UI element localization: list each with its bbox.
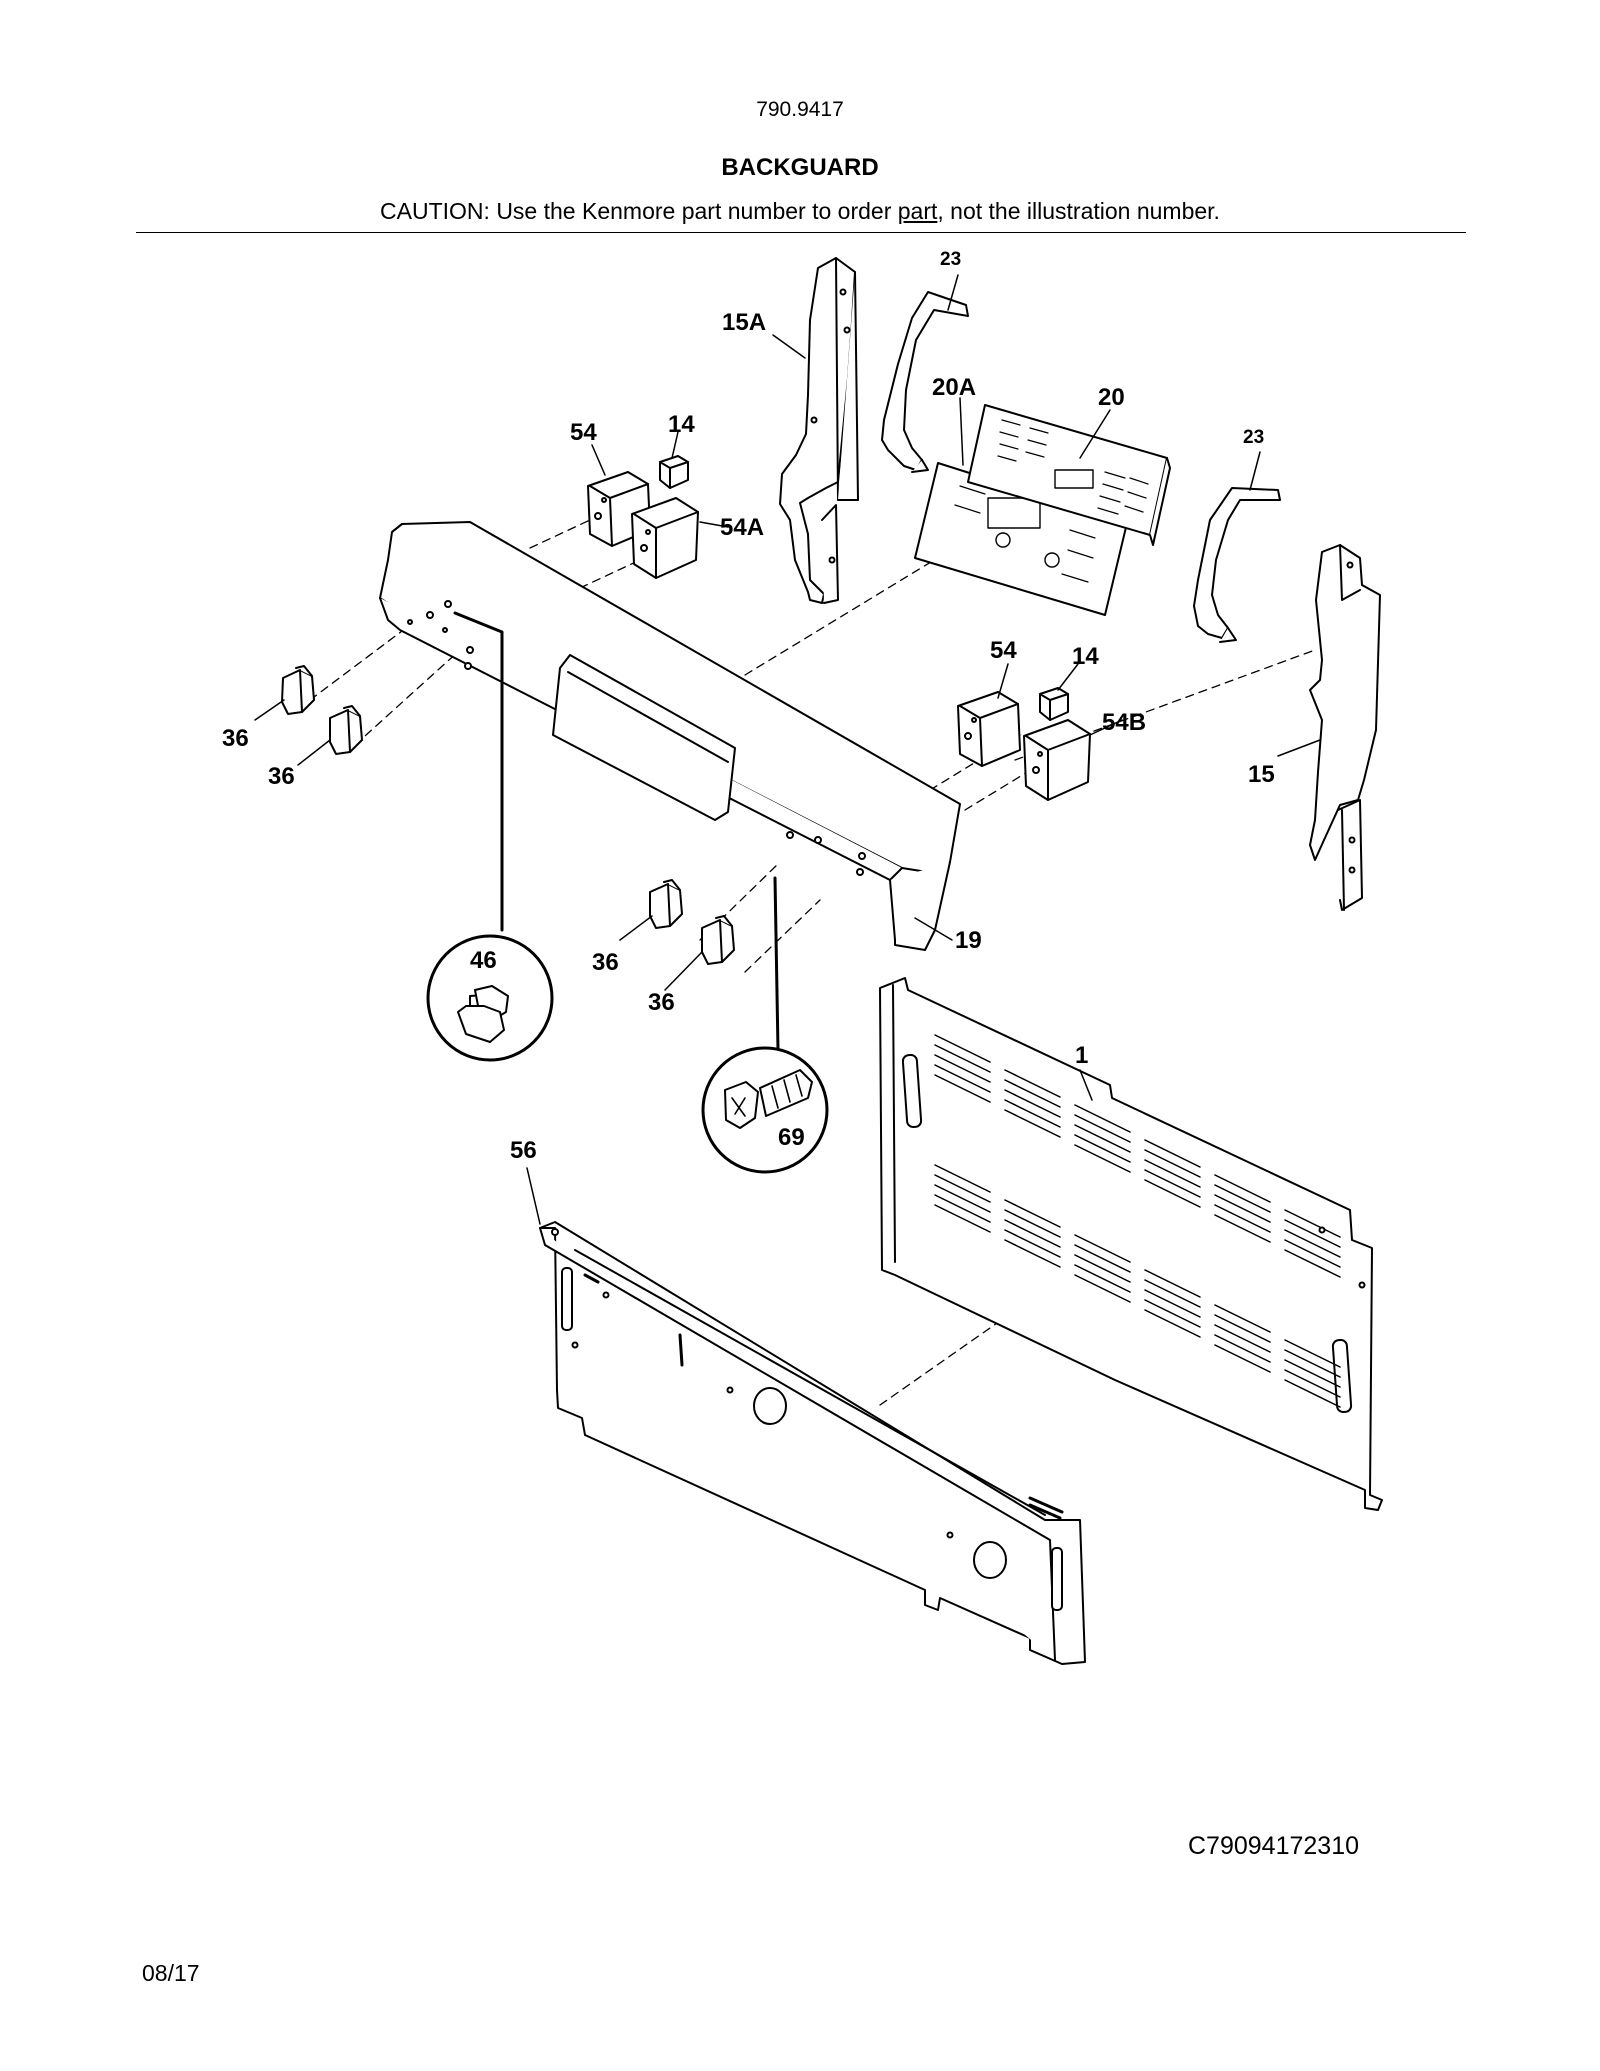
callout-20A: 20A (932, 374, 976, 401)
detail-69-leader (701, 876, 829, 1174)
part-15-endcap-right (1309, 544, 1381, 911)
caution-prefix: CAUTION: Use the Kenmore part number to … (380, 198, 898, 224)
diagram-code: C79094172310 (1188, 1832, 1359, 1860)
header-rule (136, 232, 1466, 233)
part-54A-switch-upper (631, 497, 699, 579)
part-14-switch-lower (1039, 687, 1069, 721)
part-23-trim-right (1193, 487, 1281, 643)
callout-20: 20 (1098, 384, 1125, 411)
callout-1: 1 (1075, 1042, 1088, 1069)
callout-36-2: 36 (268, 763, 295, 790)
revision-date: 08/17 (142, 1960, 200, 1986)
part-20-control-board (967, 404, 1171, 546)
callout-56: 56 (510, 1137, 537, 1164)
callout-23-right: 23 (1243, 427, 1264, 448)
callout-69: 69 (778, 1124, 805, 1151)
part-23-trim-left (881, 291, 969, 473)
callout-15: 15 (1248, 761, 1275, 788)
vent-slots (934, 1034, 1341, 1408)
callout-14-lower: 14 (1072, 643, 1099, 670)
part-36-knob-3 (649, 879, 683, 929)
part-1-rear-panel (879, 977, 1383, 1511)
caution-suffix: , not the illustration number. (937, 198, 1220, 224)
part-14-switch-upper (659, 455, 689, 489)
callout-36-3: 36 (592, 949, 619, 976)
caution-link[interactable]: part (897, 198, 938, 224)
caution-text: CAUTION: Use the Kenmore part number to … (0, 198, 1600, 225)
part-36-knob-2 (329, 705, 363, 755)
callout-46: 46 (470, 947, 497, 974)
part-56-lower-panel (539, 1221, 1086, 1665)
callout-36-1: 36 (222, 725, 249, 752)
callout-23-left: 23 (940, 249, 961, 270)
callout-15A: 15A (722, 309, 766, 336)
part-19-backguard-panel (379, 521, 961, 951)
callout-19: 19 (955, 927, 982, 954)
callout-54-upper: 54 (570, 419, 597, 446)
callout-14-upper: 14 (668, 411, 695, 438)
callout-36-4: 36 (648, 989, 675, 1016)
callout-54-lower: 54 (990, 637, 1017, 664)
section-title: BACKGUARD (721, 154, 879, 181)
callout-54A: 54A (720, 514, 764, 541)
part-36-knob-4 (701, 915, 735, 965)
part-36-knob-1 (281, 665, 315, 715)
part-54B-switch-lower (1023, 719, 1091, 801)
model-number: 790.9417 (756, 98, 844, 121)
detail-46-leader (426, 611, 554, 1062)
part-54-switch-lower (957, 691, 1021, 767)
part-15A-endcap-left (779, 257, 859, 604)
callout-54B: 54B (1102, 709, 1146, 736)
callout-leaders (254, 274, 1321, 1225)
